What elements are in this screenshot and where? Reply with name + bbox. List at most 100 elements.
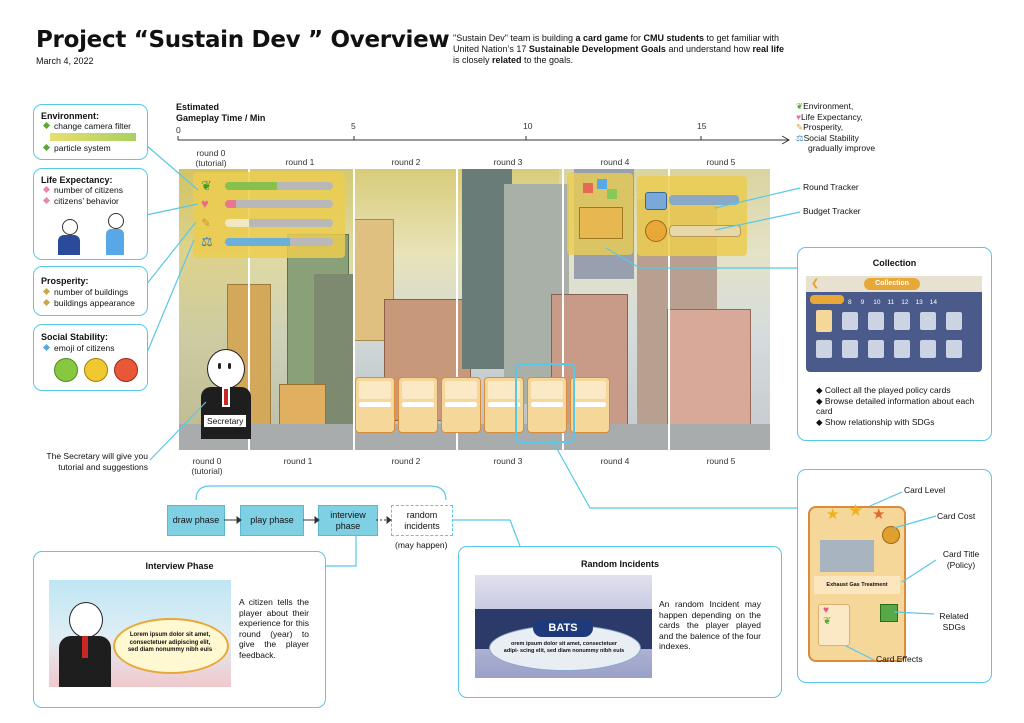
mini-card[interactable] [355, 377, 395, 433]
random-text: An random Incident may happen depending … [659, 599, 761, 651]
happy-emoji-icon [54, 358, 78, 382]
tab-9[interactable]: 9 [860, 299, 865, 306]
collection-box-icon[interactable] [567, 173, 633, 255]
diamond-bullet-icon: ◆ [816, 385, 823, 395]
diamond-bullet-icon: ◆ [816, 416, 823, 427]
pros-item-0: number of buildings [42, 287, 128, 298]
tab-14[interactable]: 14 [929, 299, 937, 306]
policy-card: ★ ★ ★ Exhaust Gas Treatment ♥ ❦ [808, 501, 906, 662]
collection-bullet-2: ◆ Show relationship with SDGs [816, 416, 935, 427]
index-panel: ❦ ♥ ✎ ⚖ [193, 172, 345, 258]
mini-card[interactable] [441, 377, 481, 433]
round-1-top: round 1 [285, 157, 315, 167]
camera-filter-swatch [50, 133, 136, 141]
tick-10: 10 [523, 121, 533, 131]
card-anatomy-callouts [845, 491, 937, 661]
round-4-bottom: round 4 [600, 456, 630, 466]
budget-tracker-label: Budget Tracker [803, 206, 861, 216]
prosperity-title: Prosperity: [41, 276, 89, 286]
env-bar [225, 182, 333, 190]
interview-phase-box: Interview Phase Lorem ipsum dolor sit am… [33, 551, 326, 708]
page-title: Project “Sustain Dev ” Overview [36, 27, 450, 53]
flow-arrows [224, 516, 392, 524]
life-item-1: citizens’ behavior [42, 196, 119, 207]
collection-tabs: 8 9 10 11 12 13 14 [810, 295, 978, 306]
round-0-bottom: round 0(tutorial) [191, 456, 223, 476]
round-0-top: round 0(tutorial) [195, 148, 227, 168]
environment-box: Environment: change camera filter partic… [33, 104, 148, 160]
card-effects-panel: ♥ ❦ [818, 604, 850, 646]
neutral-emoji-icon [84, 358, 108, 382]
card-title-text: Exhaust Gas Treatment [814, 576, 900, 594]
social-bar [225, 238, 333, 246]
interview-bubble-text: Lorem ipsum dolor sit amet, consectetuer… [127, 632, 213, 653]
social-stability-box: Social Stability: emoji of citizens [33, 324, 148, 391]
mini-card[interactable] [527, 377, 567, 433]
secretary-label: Secretary [203, 414, 248, 428]
tab-11[interactable]: 11 [887, 299, 895, 306]
coin-icon: ✎ [796, 122, 804, 132]
star-icon: ★ [826, 506, 840, 523]
round-3-bottom: round 3 [493, 456, 523, 466]
round-3-top: round 3 [493, 157, 523, 167]
round-1-bottom: round 1 [283, 456, 313, 466]
mini-card[interactable] [484, 377, 524, 433]
diamond-bullet-icon: ◆ [816, 395, 823, 406]
random-title: Random Incidents [580, 559, 659, 569]
leaf-icon: ❦ [796, 101, 804, 111]
life-item-0: number of citizens [42, 185, 123, 196]
improvement-legend: ❦Environment, ♥Life Expectancy, ✎Prosper… [796, 101, 876, 153]
round-5-bottom: round 5 [706, 456, 736, 466]
coin-icon [882, 526, 900, 544]
interview-illustration: Lorem ipsum dolor sit amet, consectetuer… [49, 580, 231, 687]
heart-icon: ♥ [201, 196, 209, 211]
collection-bullet-1: ◆ Browse detailed information about each… [816, 395, 975, 417]
random-incident-illustration: BATS orem ipsum dolor sit amet, consecte… [475, 575, 652, 678]
card-effects-label: Card Effects [876, 654, 923, 664]
card-level-label: Card Level [904, 485, 946, 495]
round-2-top: round 2 [391, 157, 421, 167]
interview-phase-step: interview phase [318, 505, 378, 536]
related-sdgs-label: Related SDGs [939, 611, 969, 632]
project-description: "Sustain Dev" team is building a card ga… [453, 33, 785, 65]
collection-screen: ❮ Collection 8 9 10 11 12 13 14 [806, 276, 982, 372]
game-scene: ❦ ♥ ✎ ⚖ Secretary [179, 169, 770, 450]
interview-title: Interview Phase [145, 561, 214, 571]
heart-icon: ♥ [796, 111, 802, 122]
collection-header: Collection [864, 278, 920, 290]
life-title: Life Expectancy: [41, 175, 113, 185]
mini-card[interactable] [570, 377, 610, 433]
tick-5: 5 [351, 121, 356, 131]
card-cost-label: Card Cost [937, 511, 976, 521]
factory-illustration [820, 540, 874, 572]
leaf-icon: ❦ [823, 616, 832, 627]
round-tracker-label: Round Tracker [803, 182, 859, 192]
pros-item-1: buildings appearance [42, 298, 135, 309]
mini-card[interactable] [398, 377, 438, 433]
tab-8[interactable]: 8 [848, 299, 852, 306]
selected-card-highlight [515, 363, 575, 443]
environment-title: Environment: [41, 111, 100, 121]
back-arrow-icon[interactable]: ❮ [811, 278, 820, 289]
tab-13[interactable]: 13 [915, 299, 923, 306]
budget-tracker-bar [669, 225, 741, 237]
star-icon: ★ [872, 506, 886, 523]
calendar-icon [645, 192, 667, 210]
tab-10[interactable]: 10 [873, 299, 881, 306]
collection-grid [816, 310, 976, 366]
citizen-sitting-icon [58, 219, 80, 255]
round-5-top: round 5 [706, 157, 736, 167]
secretary-figure [201, 349, 251, 439]
play-phase-step: play phase [240, 505, 304, 536]
prosperity-bar [225, 219, 333, 227]
social-title: Social Stability: [41, 332, 109, 342]
social-item-0: emoji of citizens [42, 343, 114, 354]
random-incidents-step: random incidents [391, 505, 453, 536]
tab-12[interactable]: 12 [901, 299, 909, 306]
star-icon: ★ [848, 501, 864, 520]
sad-emoji-icon [114, 358, 138, 382]
scale-icon: ⚖ [201, 234, 213, 249]
heart-icon: ♥ [823, 605, 829, 616]
life-expectancy-box: Life Expectancy: number of citizens citi… [33, 168, 148, 260]
